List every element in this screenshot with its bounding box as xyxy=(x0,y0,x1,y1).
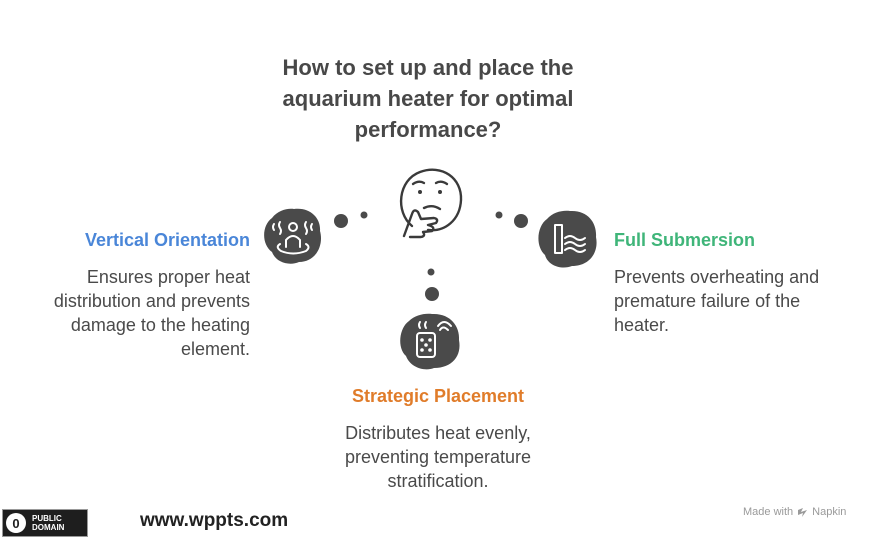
submerged-heater-icon xyxy=(538,210,597,268)
full-submersion-heading: Full Submersion xyxy=(614,230,756,250)
connector-dot xyxy=(514,214,528,228)
smart-heater-icon xyxy=(400,313,460,370)
description-line: distribution and prevents xyxy=(53,291,250,311)
public-domain-icon: 0 xyxy=(6,513,26,533)
connector-dots xyxy=(334,211,528,301)
website-link[interactable]: www.wppts.com xyxy=(140,510,289,531)
vertical-orientation-description: Ensures proper heat distribution and pre… xyxy=(0,265,250,361)
description-line: stratification. xyxy=(387,471,489,491)
description-line: preventing temperature xyxy=(344,447,532,467)
title-line: How to set up and place the xyxy=(282,55,574,80)
description-line: element. xyxy=(180,339,250,359)
connector-dot xyxy=(425,287,439,301)
connector-dot xyxy=(360,211,368,219)
description-line: damage to the heating xyxy=(70,315,250,335)
diagram-title: How to set up and place the aquarium hea… xyxy=(248,52,608,145)
license-line: PUBLIC xyxy=(32,514,62,523)
connector-dot xyxy=(427,268,435,276)
napkin-logo-icon xyxy=(798,507,808,517)
connector-dot xyxy=(334,214,348,228)
strategic-placement-heading: Strategic Placement xyxy=(351,386,525,406)
thinking-face-icon xyxy=(399,168,463,239)
title-line: aquarium heater for optimal xyxy=(282,86,574,111)
license-text: PUBLIC DOMAIN xyxy=(32,514,64,532)
description-line: Ensures proper heat xyxy=(86,267,250,287)
made-with-label: Made with xyxy=(743,506,794,518)
license-line: DOMAIN xyxy=(32,523,65,532)
description-line: premature failure of the xyxy=(614,291,801,311)
connector-dot xyxy=(495,211,503,219)
made-with-napkin[interactable]: Made with Napkin xyxy=(743,506,846,518)
strategic-placement-description: Distributes heat evenly, preventing temp… xyxy=(288,421,588,493)
napkin-brand: Napkin xyxy=(812,506,847,518)
public-domain-badge[interactable]: 0 PUBLIC DOMAIN xyxy=(2,509,88,537)
description-line: Distributes heat evenly, xyxy=(345,423,531,443)
vertical-orientation-heading: Vertical Orientation xyxy=(84,230,250,250)
description-line: heater. xyxy=(614,315,670,335)
full-submersion-description: Prevents overheating and premature failu… xyxy=(614,265,864,337)
person-heat-icon xyxy=(264,208,322,264)
description-line: Prevents overheating and xyxy=(614,267,820,287)
title-line: performance? xyxy=(354,117,502,142)
